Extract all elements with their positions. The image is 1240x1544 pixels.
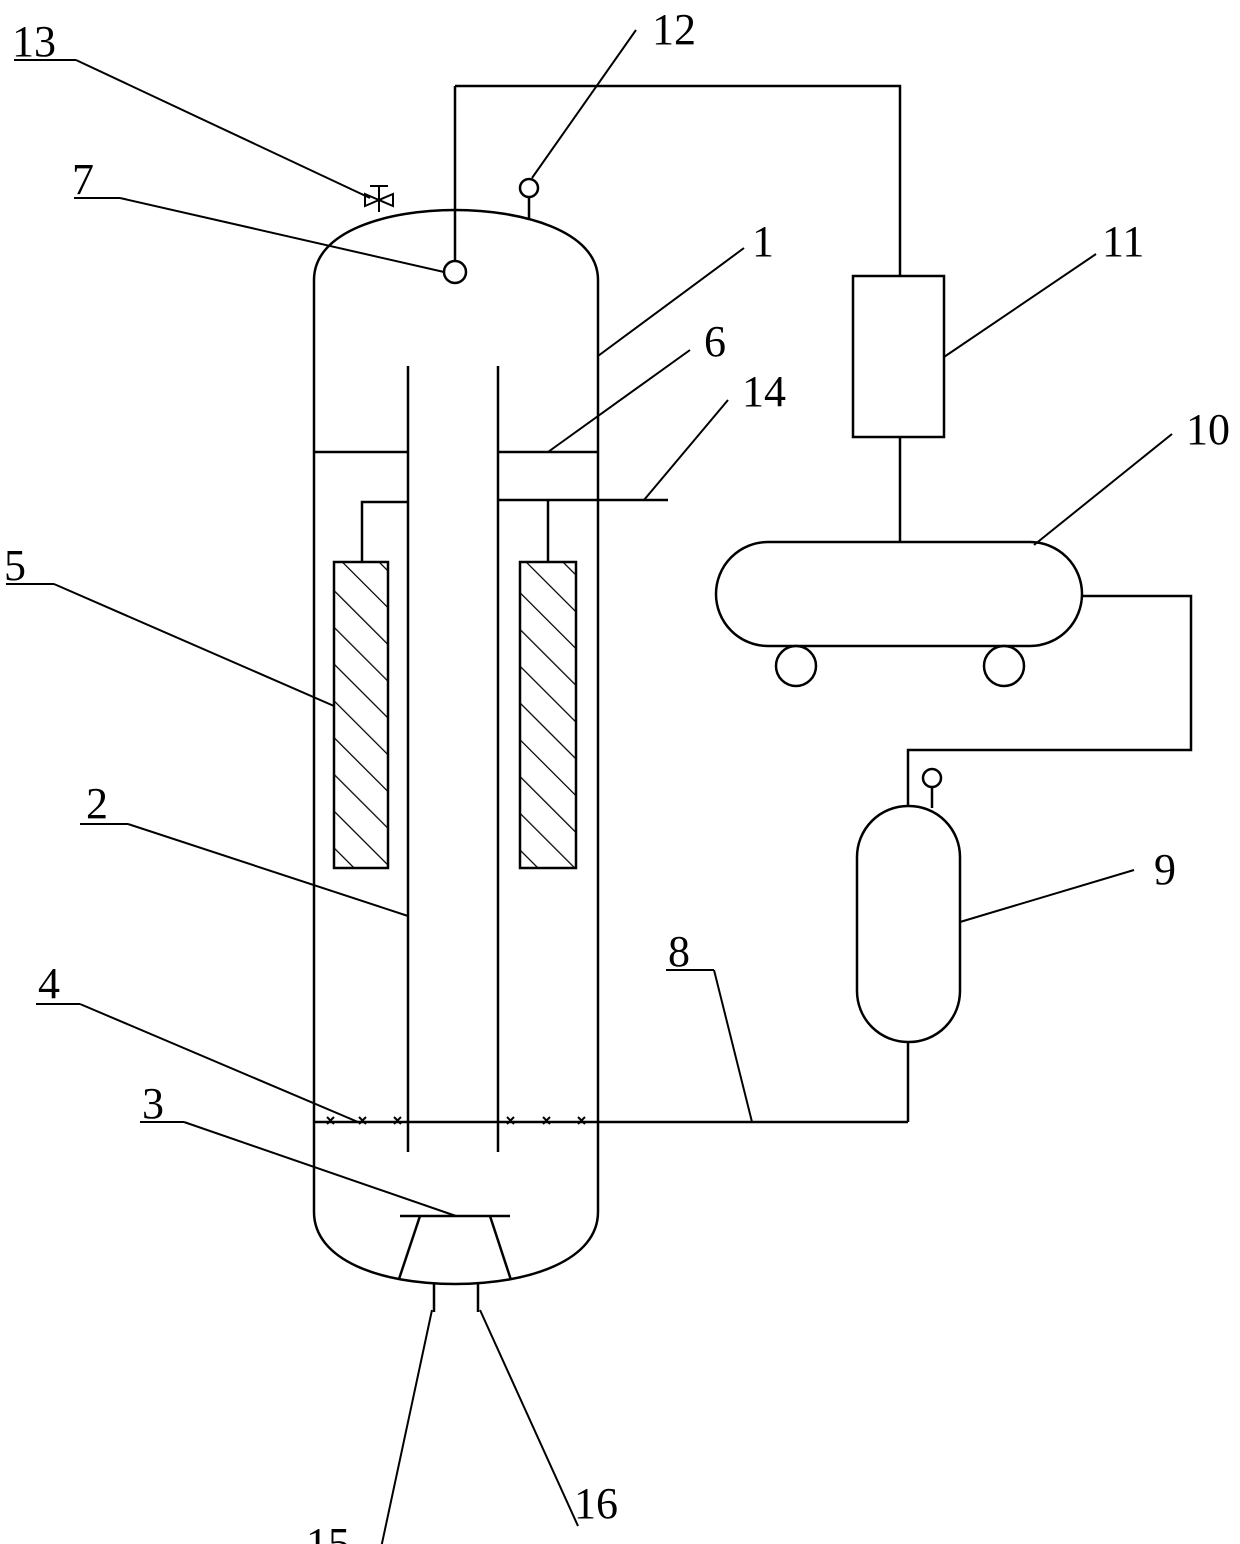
compressor-wheel-right xyxy=(982,644,1026,688)
distributor-nozzles xyxy=(326,1116,586,1125)
heater-left-hanger xyxy=(360,500,408,562)
filter-unit xyxy=(851,274,946,439)
compressor-wheel-left xyxy=(774,644,818,688)
buffer-pressure-gauge xyxy=(921,767,943,789)
label-16: 16 xyxy=(574,1479,618,1528)
compressor-to-buffer-pipe xyxy=(906,594,1193,806)
label-4: 4 xyxy=(38,959,60,1008)
label-6: 6 xyxy=(704,317,726,366)
label-13: 13 xyxy=(12,17,56,66)
label-2: 2 xyxy=(86,779,108,828)
label-15: 15 xyxy=(306,1519,350,1544)
label-9: 9 xyxy=(1154,845,1176,894)
label-10: 10 xyxy=(1186,405,1230,454)
leader-lines xyxy=(6,29,1173,1544)
label-11: 11 xyxy=(1102,217,1144,266)
buffer-tank xyxy=(855,804,962,1044)
deflector-left-leg xyxy=(397,1215,422,1280)
deflector-right-leg xyxy=(488,1215,513,1281)
label-5: 5 xyxy=(4,541,26,590)
return-pipe xyxy=(455,84,902,276)
top-inlet-port xyxy=(442,259,468,285)
label-3: 3 xyxy=(142,1079,164,1128)
heating-element-right xyxy=(518,560,578,870)
label-7: 7 xyxy=(72,155,94,204)
label-1: 1 xyxy=(752,217,774,266)
label-14: 14 xyxy=(742,367,786,416)
heating-element-left xyxy=(332,560,390,870)
main-vessel xyxy=(312,208,600,1286)
top-pressure-gauge xyxy=(518,177,540,199)
compressor-tank xyxy=(714,540,1084,648)
top-vent-valve xyxy=(364,185,394,212)
label-12: 12 xyxy=(652,5,696,54)
label-8: 8 xyxy=(668,927,690,976)
